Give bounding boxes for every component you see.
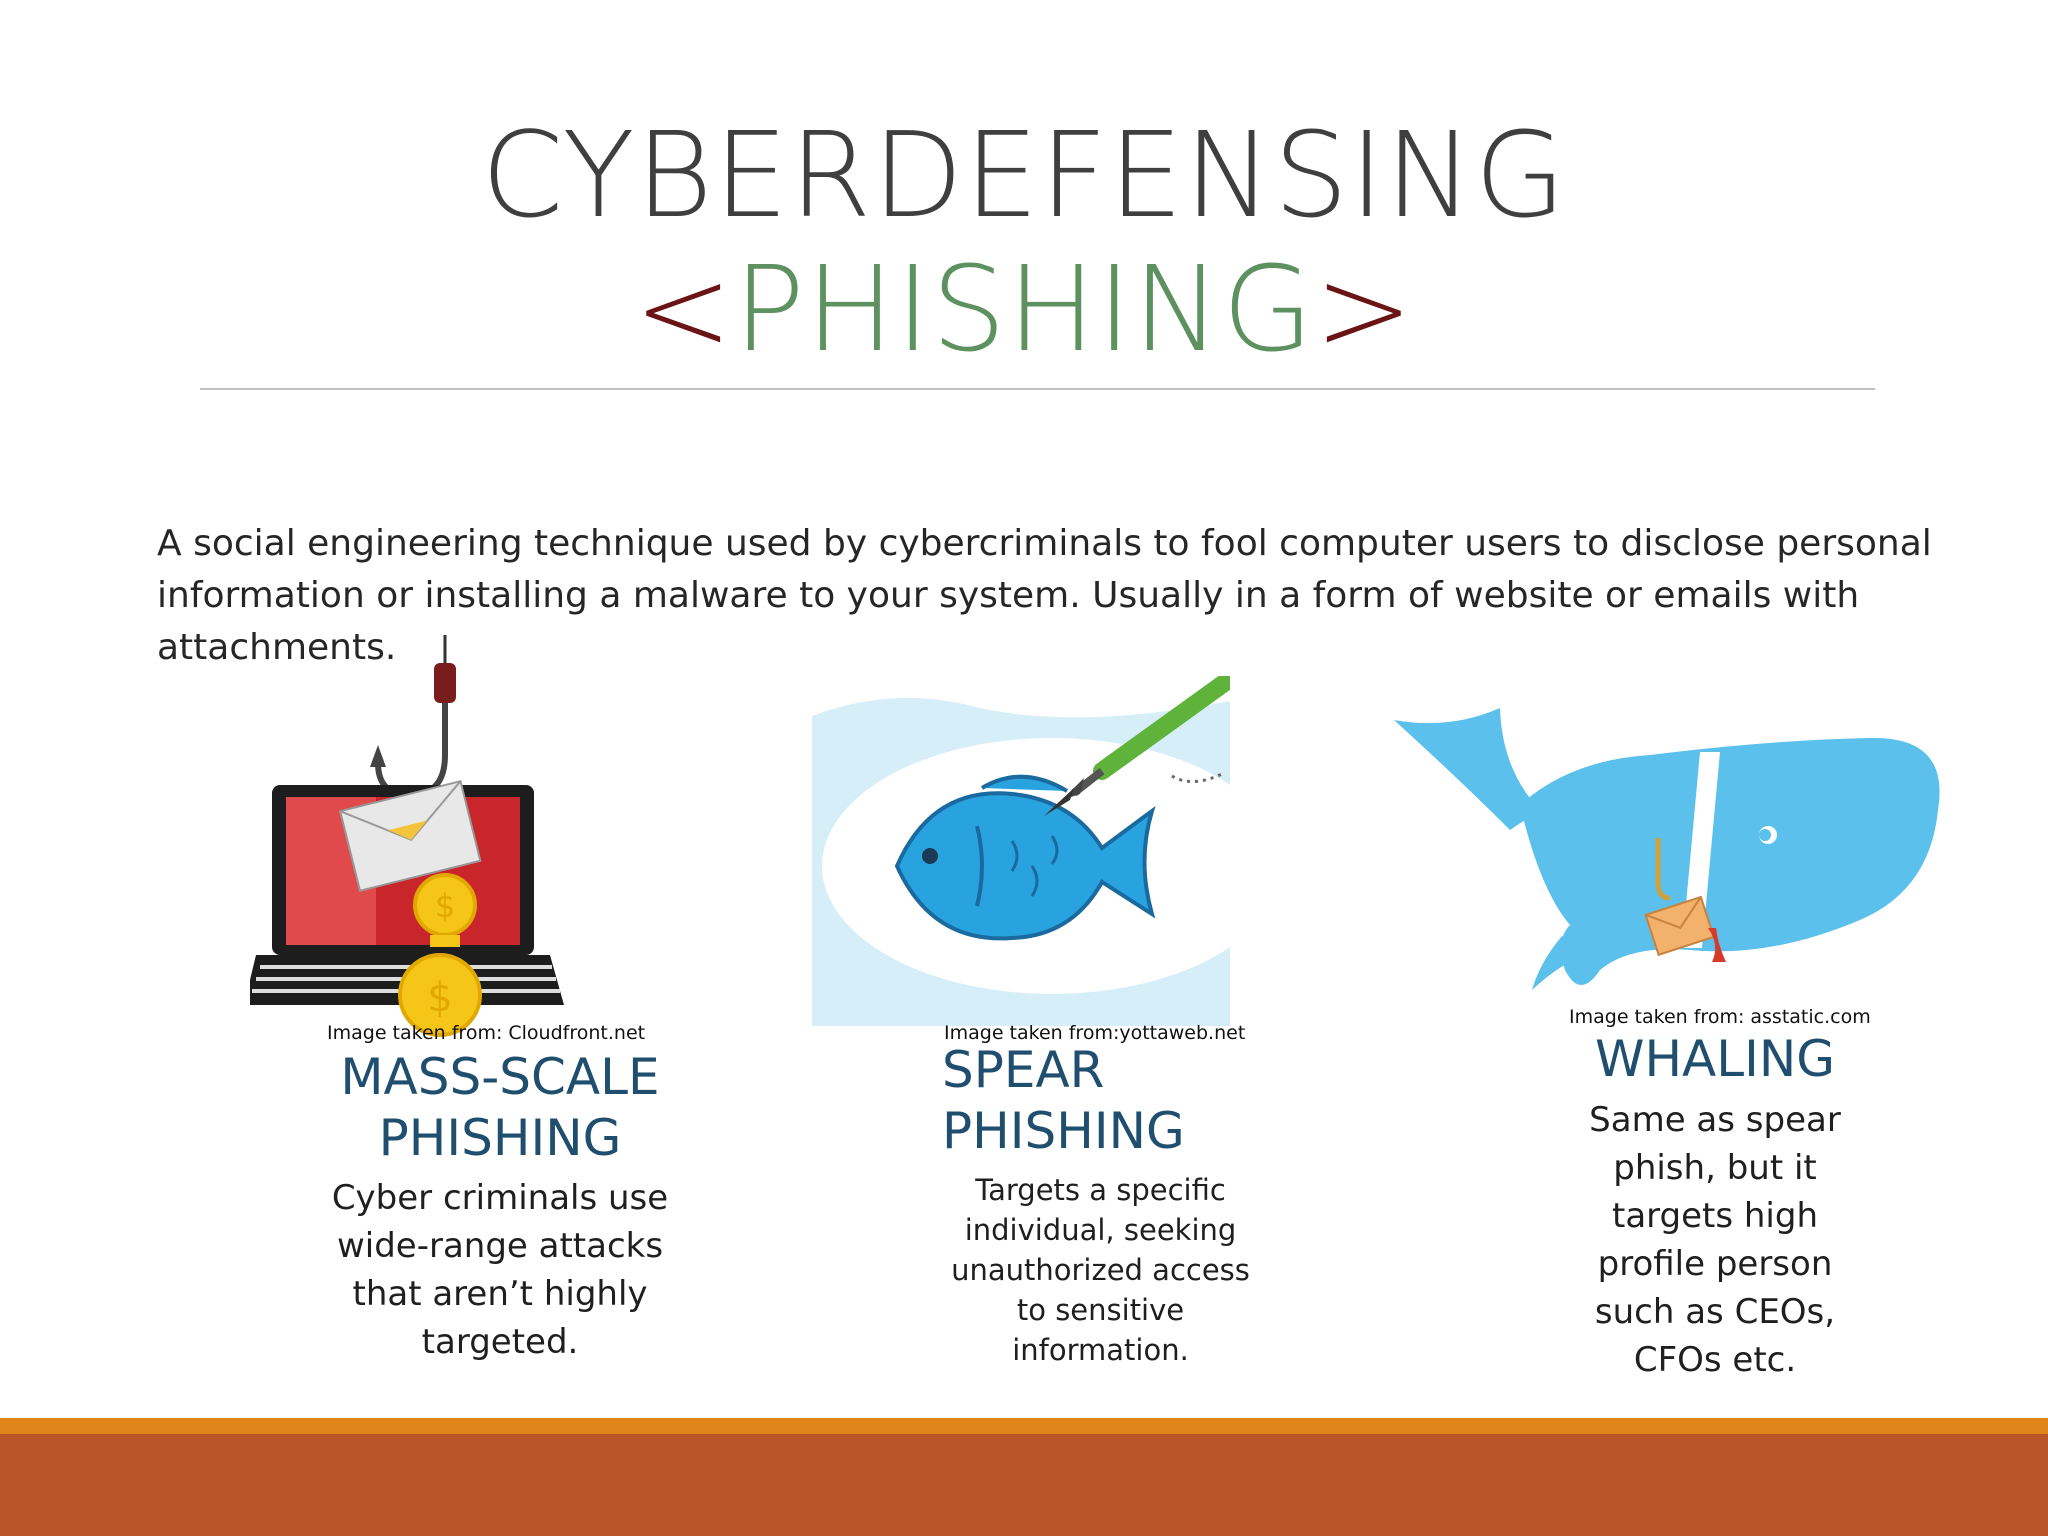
card1-description: Cyber criminals use wide-range attacks t… (331, 1178, 669, 1362)
footer-rust-bar (0, 1434, 2048, 1536)
card3-heading: WHALING (1595, 1030, 1835, 1088)
svg-text:$: $ (435, 887, 455, 925)
card1-image-credit: Image taken from: Cloudfront.net (327, 1022, 646, 1044)
footer-orange-bar (0, 1418, 2048, 1434)
title-line2: <PHISHING> (0, 242, 2048, 376)
laptop-phishing-icon: $ $ (250, 635, 564, 1037)
card2-description: Targets a specific individual, seeking u… (951, 1173, 1250, 1367)
title-bracket-close: > (1314, 240, 1415, 378)
svg-text:$: $ (427, 975, 452, 1021)
title-bracket-open: < (633, 240, 734, 378)
intro-paragraph: A social engineering technique used by c… (157, 523, 1932, 668)
title-line1: CYBERDEFENSING (481, 106, 1567, 244)
fish-spear-icon (812, 676, 1230, 1026)
whale-hook-icon (1394, 708, 1940, 990)
card2-heading: SPEAR PHISHING (942, 1041, 1185, 1160)
card3-description: Same as spear phish, but it targets high… (1589, 1100, 1841, 1380)
title-phishing: PHISHING (733, 240, 1315, 378)
title-divider (200, 388, 1875, 390)
card3-image-credit: Image taken from: asstatic.com (1569, 1006, 1871, 1028)
card2-image-credit: Image taken from:yottaweb.net (944, 1022, 1246, 1044)
slide-title: CYBERDEFENSING <PHISHING> (0, 108, 2048, 376)
card1-heading: MASS-SCALE PHISHING (340, 1048, 660, 1167)
